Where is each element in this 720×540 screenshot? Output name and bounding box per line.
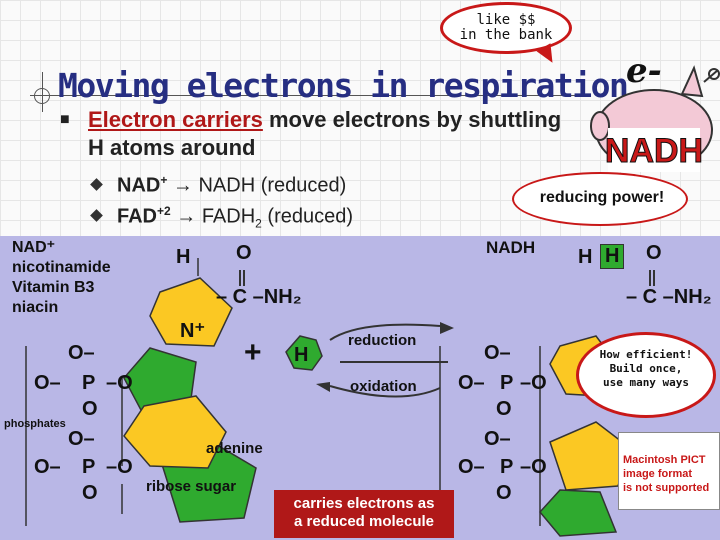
ribose-sugar-label: ribose sugar bbox=[146, 478, 237, 495]
plus-sign: + bbox=[244, 336, 262, 369]
phosphate1-o-bottom-left: O bbox=[82, 398, 98, 420]
phosphate1-o-top-left: O– bbox=[68, 342, 95, 364]
bank-speech-bubble: like $$ in the bank bbox=[440, 2, 572, 54]
nadh-label: NADH bbox=[486, 238, 536, 257]
reduction-label: reduction bbox=[348, 332, 417, 349]
sub-item-nad: NAD+ → NADH (reduced) bbox=[90, 173, 346, 198]
slide-title: Moving electrons in respiration bbox=[58, 66, 629, 105]
phosphate1-p-left: P bbox=[82, 372, 96, 394]
phosphate2-o-right-left: –O bbox=[106, 456, 133, 478]
bullet-keyword: Electron carriers bbox=[88, 107, 263, 132]
title-rule bbox=[30, 95, 590, 96]
reducing-power-oval bbox=[512, 172, 688, 226]
efficiency-speech-bubble: How efficient! Build once, use many ways bbox=[576, 332, 716, 418]
n-plus-label: N⁺ bbox=[180, 320, 205, 342]
bullet-rest: move electrons by shuttling H atoms arou… bbox=[88, 107, 562, 160]
nadh-pig-label: NADH bbox=[605, 132, 703, 170]
square-bullet-icon: ■ bbox=[60, 111, 70, 128]
phosphate1-o-right-right: –O bbox=[520, 372, 547, 394]
sub-item-fad: FAD+2 → FADH2 (reduced) bbox=[90, 204, 353, 231]
reducing-power-label: reducing power! bbox=[539, 189, 665, 206]
c-nh2-left: – C –NH₂ bbox=[216, 286, 302, 308]
phosphates-label: phosphates bbox=[4, 418, 66, 430]
bullet-text: Electron carriers move electrons by shut… bbox=[88, 106, 568, 162]
nad-names: NAD⁺ nicotinamide Vitamin B3 niacin bbox=[12, 239, 111, 316]
unsupported-image-placeholder: Macintosh PICT image format is not suppo… bbox=[618, 432, 720, 510]
piggy-bank-icon: NADH e- bbox=[590, 51, 720, 172]
adenine-ring-left bbox=[123, 395, 227, 469]
adenine-label: adenine bbox=[206, 440, 263, 457]
h-label-left: H bbox=[176, 246, 191, 268]
crosshair-icon bbox=[34, 88, 50, 104]
phosphate2-o-right-right: –O bbox=[520, 456, 547, 478]
phosphate1-p-right: P bbox=[500, 372, 514, 394]
phosphate2-o-bottom-left: O bbox=[82, 482, 98, 504]
phosphate2-o-bottom-right: O bbox=[496, 482, 512, 504]
phosphate2-p-left: P bbox=[82, 456, 96, 478]
electron-label: e- bbox=[626, 51, 662, 91]
phosphate2-o-left-left: O– bbox=[34, 456, 61, 478]
o-label-right: O bbox=[646, 242, 662, 264]
phosphate2-o-top-right: O– bbox=[484, 428, 511, 450]
ribose-ring-right-bottom bbox=[539, 489, 618, 537]
diamond-bullet-icon bbox=[90, 177, 103, 191]
phosphate1-o-bottom-right: O bbox=[496, 398, 512, 420]
o-label-left: O bbox=[236, 242, 252, 264]
phosphate1-o-top-right: O– bbox=[484, 342, 511, 364]
phosphate1-o-left-right: O– bbox=[458, 372, 485, 394]
h-atom-circle bbox=[285, 335, 323, 371]
c-nh2-right: – C –NH₂ bbox=[626, 286, 712, 308]
nicotinamide-ring-left bbox=[149, 277, 233, 347]
phosphate1-o-left-left: O– bbox=[34, 372, 61, 394]
h-label-right-1: H bbox=[578, 246, 593, 268]
phosphate2-p-right: P bbox=[500, 456, 514, 478]
oxidation-label: oxidation bbox=[350, 378, 417, 395]
phosphate2-o-left-right: O– bbox=[458, 456, 485, 478]
diamond-bullet-icon bbox=[90, 208, 103, 222]
h-label-right-2: H bbox=[600, 244, 625, 269]
phosphate1-o-right-left: –O bbox=[106, 372, 133, 394]
h-atom-label: H bbox=[294, 344, 309, 366]
phosphate2-o-top-left: O– bbox=[68, 428, 95, 450]
carries-electrons-box: carries electrons as a reduced molecule bbox=[274, 490, 454, 538]
